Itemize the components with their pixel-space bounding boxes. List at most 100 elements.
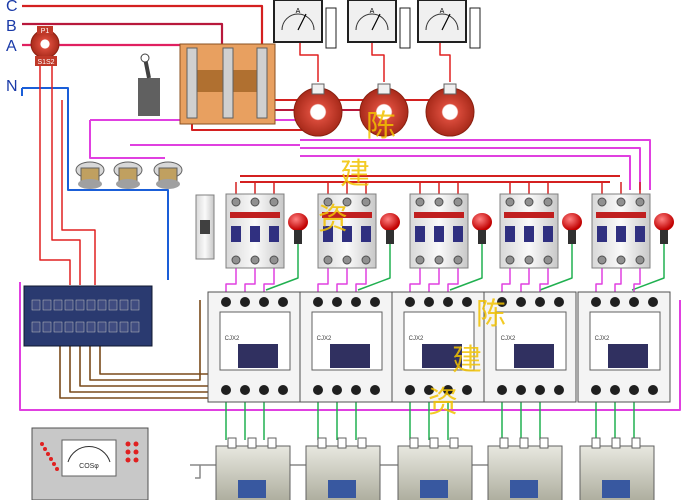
contactor-screw [370, 297, 380, 307]
terminal [130, 321, 140, 333]
contactor-screw [278, 297, 288, 307]
breaker-screw [415, 197, 425, 207]
contactor-screw [462, 385, 472, 395]
watermark-char: 资 [318, 202, 348, 237]
component-layer [23, 0, 674, 500]
contactor-screw [405, 297, 415, 307]
pf-display-label: COSφ [79, 463, 99, 470]
terminal [64, 299, 74, 311]
ct-terminal [443, 83, 457, 95]
lamp-wire [265, 244, 299, 291]
capacitor-terminal [611, 437, 621, 449]
meter-bracket [469, 7, 481, 49]
controller-wire [39, 50, 71, 285]
contactor-screw [516, 385, 526, 395]
capacitor-terminal [539, 437, 549, 449]
phase-a-label: A [6, 38, 17, 55]
breaker-screw [597, 255, 607, 265]
breaker-toggle [250, 226, 260, 242]
terminal [97, 321, 107, 333]
ct-terminal [35, 56, 57, 66]
contactor-screw [497, 297, 507, 307]
terminal [53, 299, 63, 311]
breaker-toggle [434, 226, 444, 242]
capacitor-terminal [267, 437, 277, 449]
capacitor-terminal [449, 437, 459, 449]
ct-terminal [377, 83, 391, 95]
ammeter [417, 0, 467, 43]
contactor-screw [629, 297, 639, 307]
contactor-feed [595, 268, 603, 297]
terminal [31, 299, 41, 311]
terminal [119, 321, 129, 333]
contactor-screw [240, 385, 250, 395]
contactor-screw [516, 297, 526, 307]
contactor-feed [520, 268, 530, 297]
capacitor-terminal [409, 437, 419, 449]
breaker-screw [616, 197, 626, 207]
lamp-base [386, 230, 394, 244]
meter-needle [441, 13, 451, 31]
phase-b-label: B [6, 18, 17, 35]
meter-scale [425, 13, 459, 31]
contactor-label: CJX2 [225, 336, 240, 342]
contactor-screw [591, 385, 601, 395]
contactor-screw [443, 297, 453, 307]
controller-terminal-block [23, 285, 153, 347]
contactor-feed [447, 268, 459, 297]
watermark-char: 资 [428, 385, 458, 420]
controller-wire [51, 60, 81, 285]
pf-led [49, 457, 53, 461]
pf-led [125, 441, 131, 447]
terminal [97, 299, 107, 311]
contactor-feed [355, 268, 367, 297]
meter-wire [299, 40, 319, 82]
meter-unit: A [296, 8, 301, 15]
lamp-wire [631, 244, 665, 291]
meter-scale [281, 13, 315, 31]
pf-led [133, 441, 139, 447]
contactor-screw [240, 297, 250, 307]
supply-bus [300, 147, 641, 190]
controller-wire [89, 300, 201, 381]
meter-scale [355, 13, 389, 31]
contactor-screw [424, 297, 434, 307]
contactor-screw [259, 297, 269, 307]
switch-blade [186, 47, 198, 119]
contactor-feed [225, 268, 237, 297]
indicator-lamp [288, 213, 308, 231]
contactor-screw [554, 297, 564, 307]
contactor-screw [405, 385, 415, 395]
terminal [86, 321, 96, 333]
breaker-screw [597, 197, 607, 207]
contactor-screw [332, 297, 342, 307]
breaker-screw [453, 197, 463, 207]
neutral-label: N [6, 78, 18, 95]
contactor-screw [610, 385, 620, 395]
terminal [31, 321, 41, 333]
breaker-screw [342, 255, 352, 265]
lamp-base [294, 230, 302, 244]
indicator-lamp [380, 213, 400, 231]
fuse-bottom [78, 179, 102, 189]
control-wire [89, 120, 165, 159]
breaker-band [414, 212, 464, 218]
breaker-toggle [616, 226, 626, 242]
breaker-screw [323, 255, 333, 265]
contactor-screw [221, 297, 231, 307]
contactor-feed [633, 268, 641, 297]
contactor-face [219, 311, 291, 371]
breaker-toggle [342, 226, 352, 242]
breaker-toggle [361, 226, 371, 242]
contactor-label: CJX2 [317, 336, 332, 342]
watermark-char: 建 [452, 343, 482, 378]
pf-led [52, 462, 56, 466]
terminal [75, 321, 85, 333]
ct-terminal [37, 26, 53, 34]
meter-needle [297, 13, 307, 31]
breaker-toggle [543, 226, 553, 242]
operating-handle [138, 78, 160, 116]
breaker-screw [250, 255, 260, 265]
lamp-base [660, 230, 668, 244]
pf-led [43, 447, 47, 451]
